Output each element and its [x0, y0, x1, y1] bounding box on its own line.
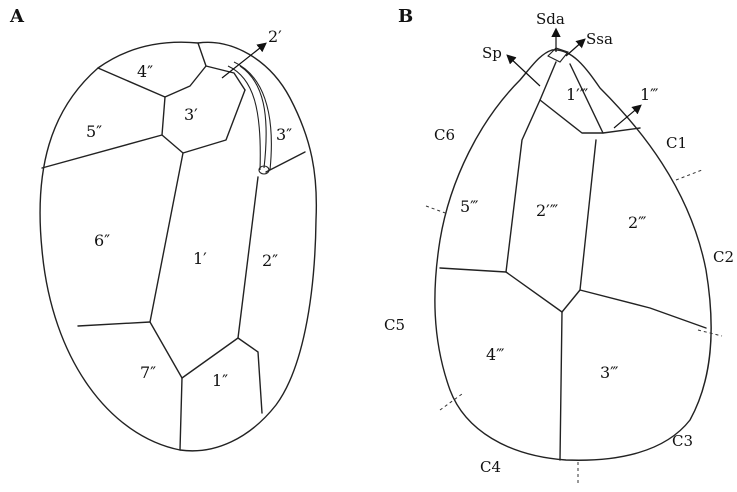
- suture-1prime-right: [181, 176, 259, 379]
- label-c4: C4: [480, 458, 501, 476]
- label-4-tp: 4‴: [486, 345, 505, 364]
- suture-1dp-right: [237, 337, 263, 414]
- arrow-1tp: [613, 104, 642, 129]
- panel-b-label: B: [398, 6, 413, 27]
- label-1-qp: 1′‴: [566, 85, 588, 104]
- suture-3prime-bottom: [161, 89, 246, 154]
- panel-b: B Sda Ssa Sp 1′‴ 1‴ 5‴ 2′‴ 2‴ 4‴: [384, 6, 734, 486]
- apical-pore-end: [258, 165, 270, 175]
- suture-2qp-2tp: [561, 139, 597, 313]
- cingulum-marker-4: [439, 393, 463, 411]
- suture-3prime-top: [205, 65, 246, 91]
- suture-6-7: [77, 321, 151, 327]
- apical-pore-band-mid: [227, 65, 261, 171]
- suture-1prime-left: [149, 152, 184, 379]
- panel-a-outline: [39, 41, 318, 452]
- label-1-tp: 1‴: [640, 85, 659, 104]
- label-sda: Sda: [536, 10, 565, 28]
- label-2-tp: 2‴: [628, 213, 647, 232]
- label-2-prime: 2′: [268, 27, 282, 46]
- suture-1qp-left: [539, 61, 604, 134]
- label-1-dp: 1″: [212, 371, 228, 390]
- suture-7-base: [179, 377, 183, 451]
- suture-2tp-3tp: [579, 289, 707, 329]
- apical-pore-outline: [547, 47, 569, 63]
- suture-4-5: [97, 67, 166, 98]
- suture-1qp-right: [569, 63, 641, 134]
- arrow-2-prime: [221, 42, 267, 79]
- label-c6: C6: [434, 126, 455, 144]
- label-2-qp: 2′‴: [536, 201, 558, 220]
- suture-4-3prime: [164, 42, 207, 98]
- label-c1: C1: [666, 134, 687, 152]
- label-c5: C5: [384, 316, 405, 334]
- suture-3dp-2dp: [265, 151, 306, 173]
- suture-5tp-4tp: [439, 267, 563, 313]
- cingulum-marker-3: [697, 329, 723, 337]
- label-5-dp: 5″: [86, 122, 102, 141]
- label-7-dp: 7″: [140, 363, 156, 382]
- label-3-tp: 3‴: [600, 363, 619, 382]
- suture-5-6: [41, 134, 163, 169]
- label-3-prime: 3′: [184, 105, 198, 124]
- arrow-ssa: [565, 38, 586, 57]
- label-ssa: Ssa: [586, 30, 613, 48]
- label-c3: C3: [672, 432, 693, 450]
- panel-a-label: A: [9, 6, 25, 27]
- label-1-prime: 1′: [193, 249, 207, 268]
- label-4-dp: 4″: [137, 62, 153, 81]
- apical-pore-band-outer: [233, 61, 272, 171]
- arrow-sp: [506, 54, 541, 87]
- label-2-dp: 2″: [262, 251, 278, 270]
- cingulum-marker-1: [675, 169, 703, 181]
- suture-5tp-2qp: [505, 99, 541, 273]
- label-3-dp: 3″: [276, 125, 292, 144]
- label-6-dp: 6″: [94, 231, 110, 250]
- label-5-tp: 5‴: [460, 197, 479, 216]
- cingulum-marker-2: [425, 205, 449, 215]
- panel-a: A 2′ 4″ 3′ 5″ 3″ 6″ 1′ 2″ 7″ 1″: [9, 6, 318, 452]
- panel-b-outline: [434, 49, 712, 461]
- apical-pore-band-inner: [239, 65, 267, 169]
- label-sp: Sp: [482, 44, 502, 62]
- suture-4tp-3tp: [559, 311, 563, 461]
- label-c2: C2: [713, 248, 734, 266]
